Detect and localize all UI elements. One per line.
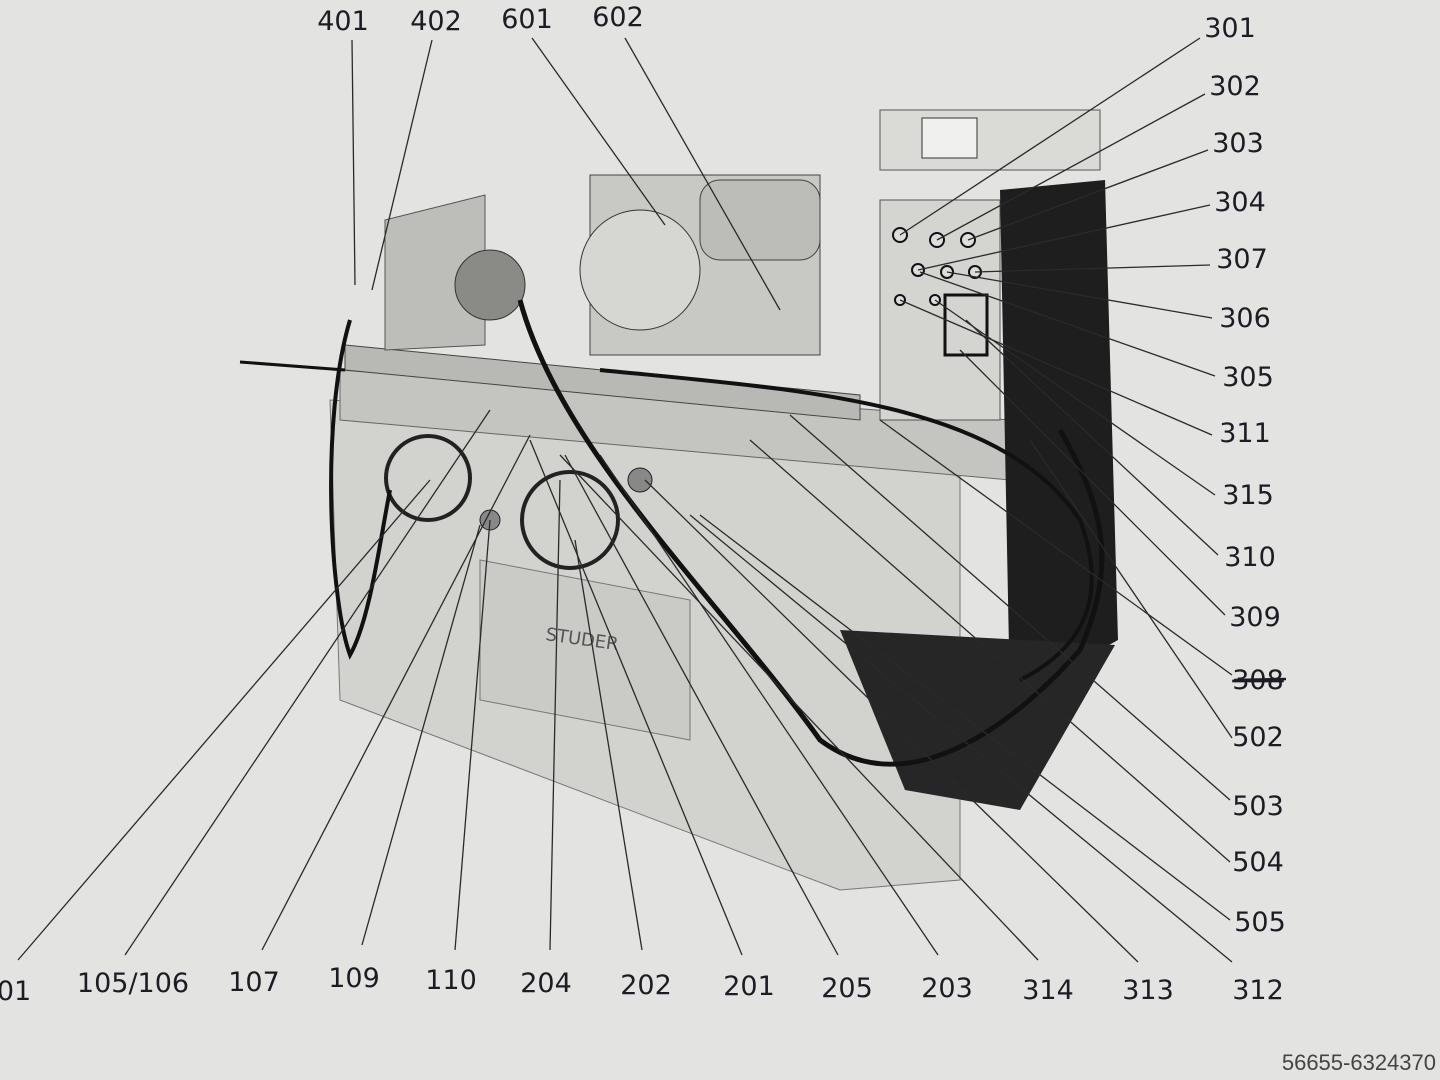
leader-line-503 bbox=[789, 414, 1231, 801]
leader-line-305 bbox=[919, 271, 1216, 377]
callout-labels: 401 402 601 602 301 302 303 304 307 306 305 311 315 3… bbox=[0, 2, 1287, 1007]
callout-314: 314 bbox=[1022, 975, 1074, 1006]
callout-302: 302 bbox=[1209, 71, 1261, 102]
callout-105-106: 105/106 bbox=[77, 968, 189, 999]
leader-line-304 bbox=[917, 204, 1211, 271]
callout-201: 201 bbox=[723, 971, 775, 1002]
leader-line-109 bbox=[361, 524, 481, 946]
leader-line-110 bbox=[454, 519, 491, 951]
callout-01: 01 bbox=[0, 976, 31, 1007]
leader-line-311 bbox=[899, 299, 1213, 436]
callout-503: 503 bbox=[1232, 791, 1284, 822]
callout-303: 303 bbox=[1212, 128, 1264, 159]
callout-110: 110 bbox=[425, 965, 477, 996]
callout-505: 505 bbox=[1234, 907, 1286, 938]
callout-202: 202 bbox=[620, 970, 672, 1001]
leader-line-504 bbox=[749, 439, 1231, 863]
callout-301: 301 bbox=[1204, 13, 1256, 44]
leader-line-105-106 bbox=[124, 409, 491, 956]
callout-402: 402 bbox=[410, 6, 462, 37]
leader-line-310 bbox=[965, 319, 1219, 556]
leader-line-602 bbox=[624, 37, 781, 311]
leader-line-505 bbox=[699, 514, 1231, 921]
strikethrough-mark bbox=[1233, 677, 1287, 682]
callout-315: 315 bbox=[1222, 480, 1274, 511]
leader-line-205 bbox=[564, 454, 839, 956]
callout-602: 602 bbox=[592, 2, 644, 33]
leader-line-601 bbox=[531, 37, 666, 226]
leader-line-312 bbox=[689, 514, 1233, 963]
callout-401: 401 bbox=[317, 6, 369, 37]
callout-601: 601 bbox=[501, 4, 553, 35]
callout-204: 204 bbox=[520, 968, 572, 999]
leader-line-201 bbox=[529, 439, 743, 956]
leader-lines bbox=[17, 37, 1233, 963]
callout-107: 107 bbox=[228, 967, 280, 998]
callout-504: 504 bbox=[1232, 847, 1284, 878]
leader-line-313 bbox=[644, 479, 1139, 963]
callout-306: 306 bbox=[1219, 303, 1271, 334]
leader-line-309 bbox=[959, 349, 1226, 616]
callout-203: 203 bbox=[921, 973, 973, 1004]
callout-313: 313 bbox=[1122, 975, 1174, 1006]
leader-line-302 bbox=[936, 93, 1206, 241]
callout-305: 305 bbox=[1222, 362, 1274, 393]
leader-line-01 bbox=[17, 479, 431, 961]
callout-109: 109 bbox=[328, 963, 380, 994]
leader-line-401 bbox=[351, 39, 356, 286]
leader-line-107 bbox=[261, 434, 531, 951]
grinding-machine-illustration: STUDER bbox=[239, 109, 1118, 891]
leader-line-306 bbox=[946, 271, 1213, 319]
callout-310: 310 bbox=[1224, 542, 1276, 573]
callout-205: 205 bbox=[821, 973, 873, 1004]
leader-line-203 bbox=[599, 454, 939, 956]
leader-line-301 bbox=[899, 37, 1201, 236]
callout-304: 304 bbox=[1214, 187, 1266, 218]
leader-line-315 bbox=[934, 299, 1216, 496]
callout-309: 309 bbox=[1229, 602, 1281, 633]
leader-line-314 bbox=[559, 454, 1039, 961]
callout-312: 312 bbox=[1232, 975, 1284, 1006]
leader-line-402 bbox=[371, 39, 433, 291]
callout-311: 311 bbox=[1219, 418, 1271, 449]
leader-line-204 bbox=[549, 479, 561, 951]
callout-502: 502 bbox=[1232, 722, 1284, 753]
leader-line-307 bbox=[974, 264, 1211, 273]
callout-307: 307 bbox=[1216, 244, 1268, 275]
leader-line-308 bbox=[879, 419, 1233, 676]
watermark: 56655-6324370 bbox=[1281, 1050, 1436, 1075]
leader-line-202 bbox=[574, 539, 643, 951]
leader-line-502 bbox=[1029, 439, 1233, 739]
leader-line-303 bbox=[967, 149, 1209, 241]
